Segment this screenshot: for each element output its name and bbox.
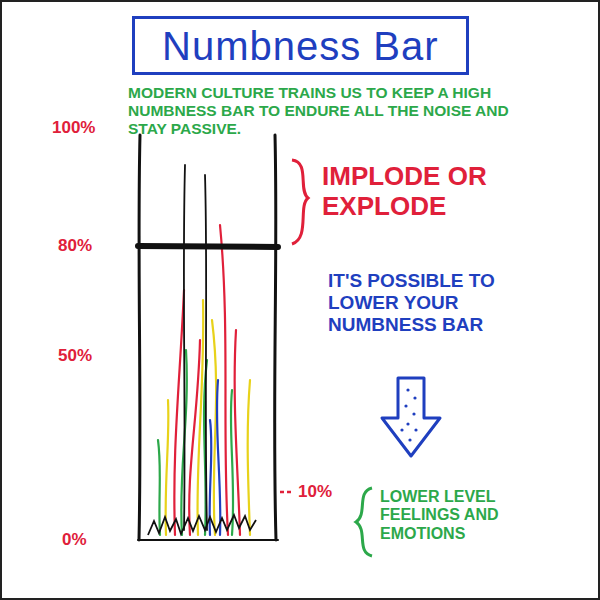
percent-mark: 10% [298, 482, 332, 502]
green-bracket [356, 488, 372, 556]
title: Numbness Bar [162, 24, 439, 69]
level-text: LOWER LEVEL FEELINGS AND EMOTIONS [380, 488, 550, 543]
percent-mark: 100% [52, 118, 95, 138]
percent-mark: 50% [58, 346, 92, 366]
bar-outline [138, 135, 278, 540]
outcome-text: IMPLODE OR EXPLODE [322, 162, 542, 222]
base-scribble [148, 515, 256, 535]
note-text: MODERN CULTURE TRAINS US TO KEEP A HIGH … [128, 84, 528, 137]
title-box: Numbness Bar [132, 16, 469, 75]
percent-mark: 0% [62, 530, 87, 550]
arrow-dots [400, 388, 417, 441]
advice-text: IT'S POSSIBLE TO LOWER YOUR NUMBNESS BAR [328, 270, 518, 336]
down-arrow [382, 378, 440, 456]
feeling-flames [158, 225, 250, 535]
ten-percent-tick [280, 491, 294, 494]
red-bracket [292, 160, 308, 244]
percent-mark: 80% [58, 236, 92, 256]
